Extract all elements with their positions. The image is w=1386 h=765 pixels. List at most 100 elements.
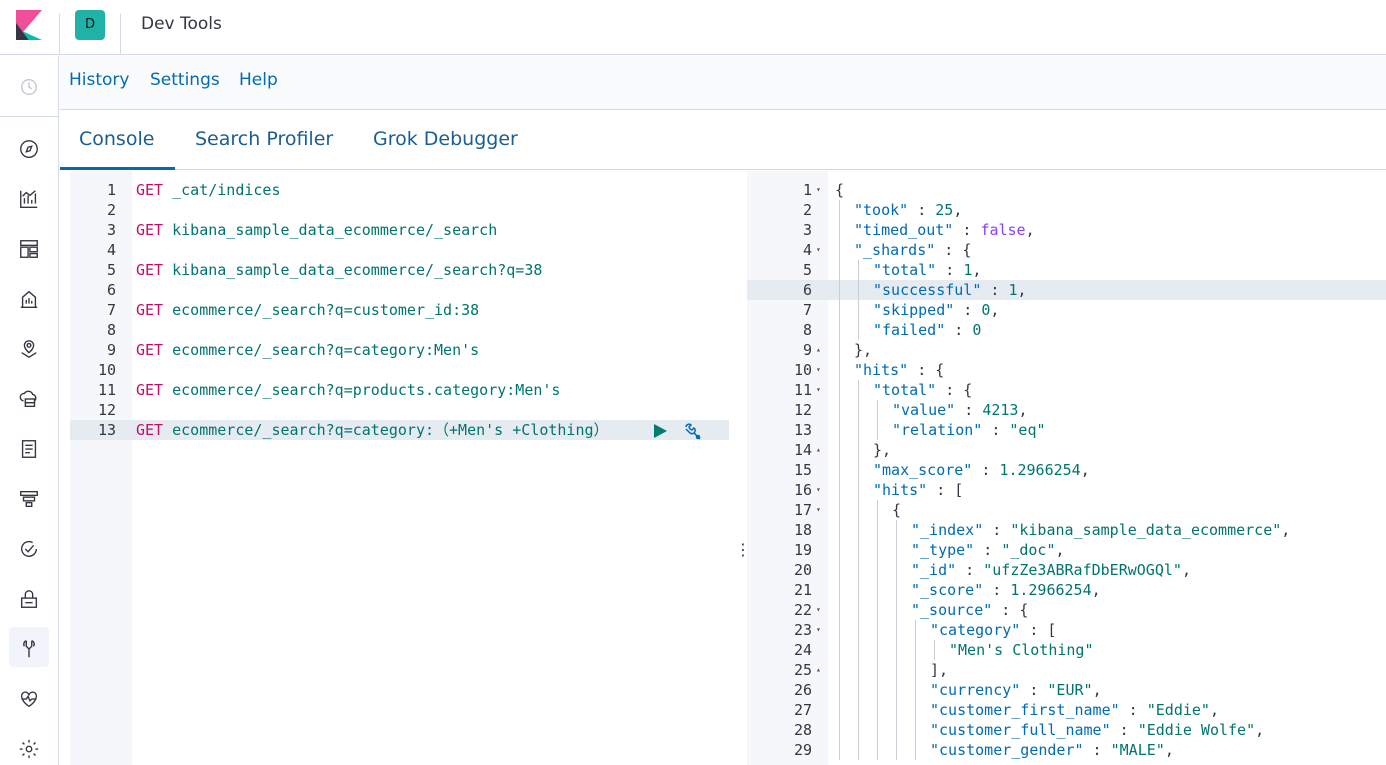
indent-guide [839, 200, 840, 760]
response-line: "_id" : "ufzZe3ABRafDbERwOGQl", [911, 560, 1191, 580]
tab-search-profiler[interactable]: Search Profiler [195, 128, 334, 150]
infrastructure-icon[interactable] [17, 387, 41, 411]
response-line: "total" : 1, [873, 260, 981, 280]
tab-bar: Console Search Profiler Grok Debugger [60, 110, 1386, 170]
json-token: "EUR" [1047, 681, 1093, 699]
fold-collapse-icon[interactable]: ▾ [816, 505, 821, 514]
space-avatar[interactable]: D [75, 10, 105, 40]
response-line: "customer_first_name" : "Eddie", [930, 700, 1219, 720]
request-line[interactable]: GET ecommerce/_search?q=products.categor… [136, 380, 560, 400]
line-number: 10 [793, 361, 812, 379]
help-link[interactable]: Help [239, 70, 278, 90]
fold-collapse-icon[interactable]: ▾ [816, 625, 821, 634]
tab-console[interactable]: Console [79, 128, 155, 150]
line-number: 25 [793, 661, 812, 679]
visualize-icon[interactable] [17, 187, 41, 211]
json-token: : [955, 401, 983, 419]
discover-icon[interactable] [17, 137, 41, 161]
response-code-area [828, 171, 1386, 765]
json-token: , [1164, 741, 1174, 759]
fold-collapse-icon[interactable]: ▾ [816, 365, 821, 374]
json-token: "customer_gender" [930, 741, 1084, 759]
apm-icon[interactable] [17, 487, 41, 511]
json-token: "currency" [930, 681, 1021, 699]
indent-guide [877, 500, 878, 760]
recent-icon[interactable] [17, 75, 41, 99]
header-divider [120, 14, 121, 54]
json-token: "customer_first_name" [930, 701, 1120, 719]
indent-guide [877, 400, 878, 440]
kibana-logo-icon[interactable] [16, 10, 42, 40]
fold-expand-icon[interactable]: ▴ [816, 445, 821, 454]
request-line[interactable]: GET ecommerce/_search?q=category:Men's [136, 340, 479, 360]
json-token: "category" [930, 621, 1021, 639]
management-icon[interactable] [17, 737, 41, 761]
maps-icon[interactable] [17, 337, 41, 361]
request-line[interactable]: GET kibana_sample_data_ecommerce/_search [136, 220, 497, 240]
fold-collapse-icon[interactable]: ▾ [816, 245, 821, 254]
fold-collapse-icon[interactable]: ▾ [816, 485, 821, 494]
indent-guide [915, 620, 916, 760]
siem-icon[interactable] [17, 587, 41, 611]
response-line: "hits" : { [854, 360, 944, 380]
fold-collapse-icon[interactable]: ▾ [816, 385, 821, 394]
line-number: 2 [802, 201, 812, 219]
fold-expand-icon[interactable]: ▴ [816, 345, 821, 354]
dev-tools-menu: History Settings Help [60, 56, 1386, 110]
json-token: false [980, 221, 1026, 239]
line-number: 16 [793, 481, 812, 499]
line-number: 4 [802, 241, 812, 259]
json-token: "hits" [854, 361, 909, 379]
response-viewer[interactable]: 1▾{2"took" : 25,3"timed_out" : false,4▾"… [747, 171, 1386, 765]
response-gutter [747, 171, 828, 765]
request-line[interactable]: GET _cat/indices [136, 180, 281, 200]
line-number: 1 [106, 181, 116, 199]
uptime-icon[interactable] [17, 537, 41, 561]
response-line: }, [873, 440, 891, 460]
line-number: 7 [106, 301, 116, 319]
pane-resizer-icon[interactable]: ⋮ [735, 540, 751, 559]
logs-icon[interactable] [17, 437, 41, 461]
canvas-icon[interactable] [17, 287, 41, 311]
response-line: "_score" : 1.2966254, [911, 580, 1101, 600]
dev-tools-icon[interactable] [17, 637, 41, 661]
json-token: { [835, 181, 845, 199]
json-token: , [1055, 541, 1065, 559]
json-token: , [1181, 561, 1191, 579]
json-token: : [982, 421, 1010, 439]
json-token: "MALE" [1110, 741, 1165, 759]
line-number: 9 [106, 341, 116, 359]
fold-collapse-icon[interactable]: ▾ [816, 185, 821, 194]
tab-grok-debugger[interactable]: Grok Debugger [373, 128, 518, 150]
monitoring-icon[interactable] [17, 687, 41, 711]
line-number: 2 [106, 201, 116, 219]
fold-collapse-icon[interactable]: ▾ [816, 605, 821, 614]
response-line: "total" : { [873, 380, 972, 400]
request-line[interactable]: GET ecommerce/_search?q=customer_id:38 [136, 300, 479, 320]
play-icon[interactable] [651, 422, 669, 440]
json-token: "Eddie" [1146, 701, 1210, 719]
line-number: 6 [106, 281, 116, 299]
json-token: : [908, 201, 936, 219]
response-line: "hits" : [ [873, 480, 963, 500]
request-path: ecommerce/_search?q=products.category:Me… [172, 381, 561, 399]
json-token: , [1209, 701, 1219, 719]
settings-link[interactable]: Settings [150, 70, 220, 90]
request-path: _cat/indices [172, 181, 281, 199]
history-link[interactable]: History [69, 70, 130, 90]
dashboard-icon[interactable] [17, 237, 41, 261]
json-token: : [983, 521, 1011, 539]
line-number: 8 [802, 321, 812, 339]
line-number: 3 [802, 221, 812, 239]
response-line: "_source" : { [911, 600, 1028, 620]
response-line: ], [930, 660, 948, 680]
http-method: GET [136, 341, 164, 359]
request-code-area[interactable] [132, 171, 730, 765]
request-line[interactable]: GET kibana_sample_data_ecommerce/_search… [136, 260, 542, 280]
json-token: : [936, 261, 964, 279]
json-token: 25 [935, 201, 954, 219]
fold-expand-icon[interactable]: ▴ [816, 665, 821, 674]
wrench-icon[interactable] [683, 422, 703, 442]
request-line[interactable]: GET ecommerce/_search?q=category:（+Men's… [136, 420, 609, 440]
